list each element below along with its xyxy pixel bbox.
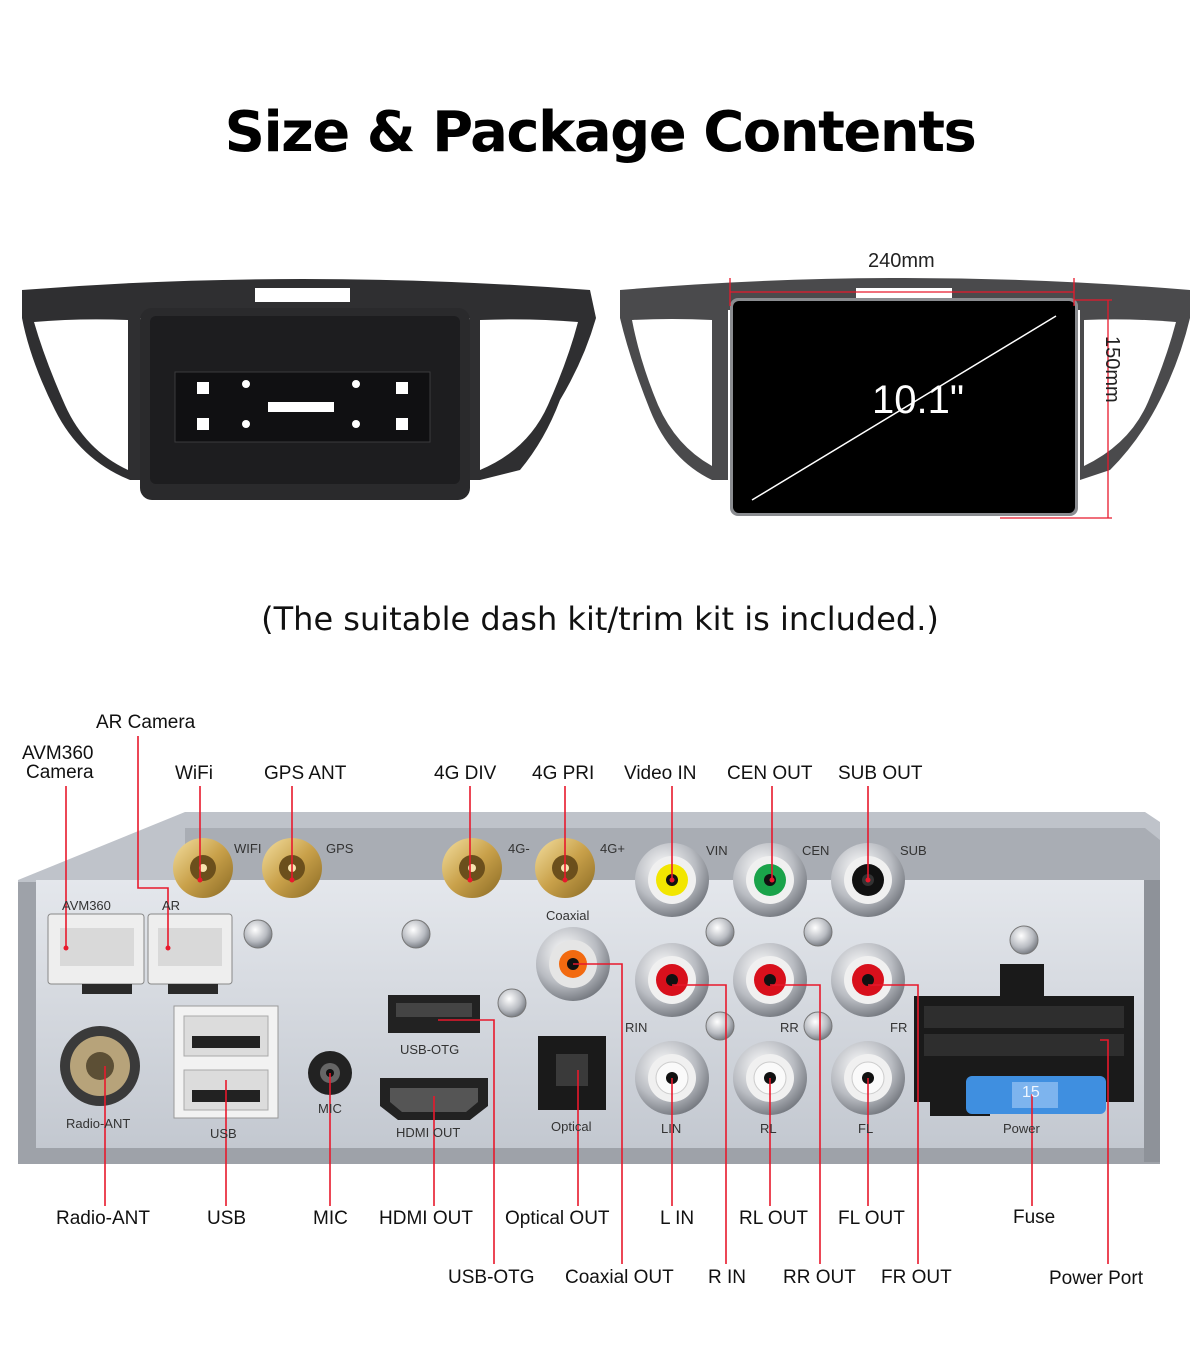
label-gps-ant: GPS ANT [264, 763, 347, 784]
label-hdmi-out: HDMI OUT [379, 1208, 473, 1229]
page-title: Size & Package Contents [224, 100, 977, 165]
print-rin: RIN [625, 1020, 648, 1035]
print-radio-ant: Radio-ANT [66, 1116, 131, 1131]
print-ar: AR [162, 898, 181, 913]
print-avm360: AVM360 [62, 898, 111, 913]
label-video-in: Video IN [624, 763, 697, 784]
fuse [966, 1076, 1106, 1114]
print-coaxial: Coaxial [546, 908, 590, 923]
callout-dots [63, 877, 871, 951]
label-l-in: L IN [660, 1208, 695, 1229]
label-rl-out: RL OUT [739, 1208, 808, 1229]
optical-port [538, 1036, 606, 1110]
4g-div-connector [442, 838, 502, 898]
rr-jack [733, 943, 807, 1017]
print-fr: FR [890, 1020, 908, 1035]
print-4g-plus: 4G+ [600, 841, 625, 856]
label-fuse: Fuse [1013, 1207, 1056, 1228]
rin-jack [635, 943, 709, 1017]
dash-kit-frame [22, 279, 596, 500]
label-r-in: R IN [708, 1267, 746, 1288]
print-power: Power [1003, 1121, 1040, 1136]
label-ar-camera: AR Camera [96, 712, 196, 733]
fr-jack [831, 943, 905, 1017]
print-rl: RL [760, 1121, 777, 1136]
label-radio-ant: Radio-ANT [56, 1208, 150, 1229]
label-4g-div: 4G DIV [434, 763, 497, 784]
print-hdmi-out: HDMI OUT [396, 1125, 461, 1140]
print-4g-minus: 4G- [508, 841, 530, 856]
print-usb-otg: USB-OTG [400, 1042, 460, 1057]
label-cen-out: CEN OUT [727, 763, 813, 784]
print-rr: RR [780, 1020, 799, 1035]
label-coaxial-out: Coaxial OUT [565, 1267, 674, 1288]
screws [243, 917, 1039, 1041]
print-vin: VIN [706, 843, 728, 858]
label-rr-out: RR OUT [783, 1267, 856, 1288]
label-usb: USB [207, 1208, 247, 1229]
radio-ant-port [60, 1026, 140, 1106]
screen-size-label: 10.1" [872, 378, 965, 422]
callout-lines [65, 736, 1109, 1264]
print-sub: SUB [900, 843, 927, 858]
label-optical-out: Optical OUT [505, 1208, 610, 1229]
height-dimension: 150mm [1101, 336, 1123, 403]
label-fr-out: FR OUT [881, 1267, 952, 1288]
print-fuse-value: 15 [1022, 1084, 1040, 1101]
print-fl: FL [858, 1121, 874, 1136]
print-gps: GPS [326, 841, 354, 856]
print-mic: MIC [318, 1101, 342, 1116]
camera-ports [47, 913, 233, 994]
head-unit-with-screen [620, 278, 1190, 516]
label-wifi: WiFi [175, 763, 213, 784]
label-avm360-camera: Camera [26, 762, 94, 783]
dimension-lines [729, 278, 1112, 519]
print-wifi: WIFI [234, 841, 262, 856]
label-avm360: AVM360 [22, 743, 94, 764]
label-usb-otg: USB-OTG [448, 1267, 535, 1288]
print-lin: LIN [661, 1121, 682, 1136]
wifi-connector [173, 838, 233, 898]
width-dimension: 240mm [868, 250, 935, 272]
print-usb: USB [210, 1126, 237, 1141]
label-sub-out: SUB OUT [838, 763, 923, 784]
print-cen: CEN [802, 843, 830, 858]
label-mic: MIC [313, 1208, 348, 1229]
label-fl-out: FL OUT [838, 1208, 905, 1229]
print-optical: Optical [551, 1119, 592, 1134]
dash-kit-caption: (The suitable dash kit/trim kit is inclu… [261, 600, 939, 638]
usb-otg-port [388, 995, 480, 1033]
label-power-port: Power Port [1049, 1268, 1143, 1289]
label-4g-pri: 4G PRI [532, 763, 595, 784]
